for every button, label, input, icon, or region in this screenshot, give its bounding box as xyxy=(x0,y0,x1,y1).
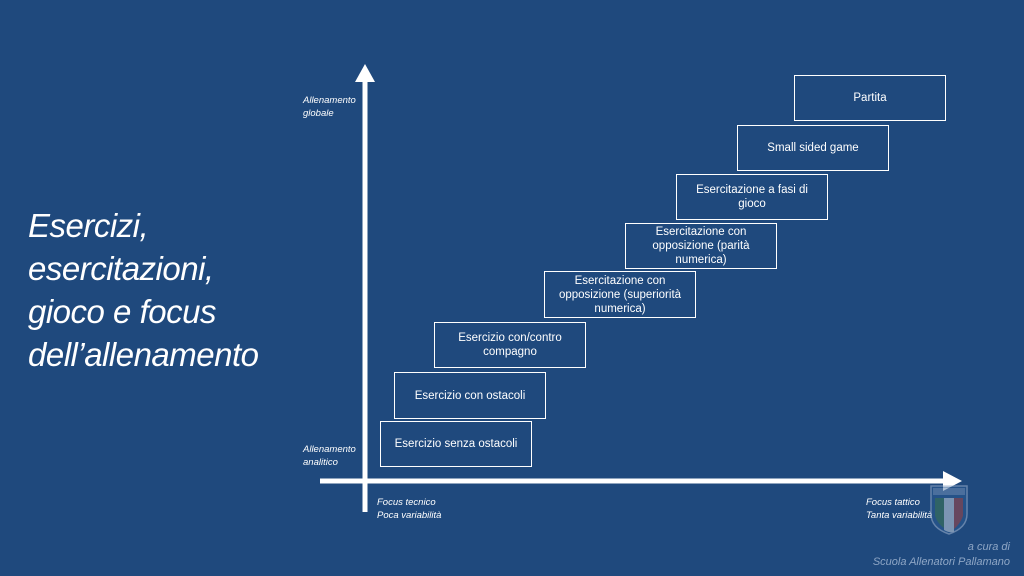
y-axis-bottom-label: Allenamento analitico xyxy=(303,444,356,468)
federation-shield-logo xyxy=(930,485,968,535)
step-box: Small sided game xyxy=(737,125,889,171)
credit-line: Scuola Allenatori Pallamano xyxy=(872,556,1010,568)
step-box: Esercitazione con opposizione (superiori… xyxy=(544,271,696,318)
x-axis-left-label: Focus tecnico Poca variabilità xyxy=(377,497,442,521)
step-box: Esercitazione con opposizione (parità nu… xyxy=(625,223,777,269)
y-axis-arrowhead xyxy=(355,64,375,82)
title-line: esercitazioni, xyxy=(28,250,214,287)
step-box: Esercitazione a fasi di gioco xyxy=(676,174,828,220)
y-axis-top-label: Allenamento globale xyxy=(303,95,356,119)
step-box: Partita xyxy=(794,75,946,121)
credit: a cura di Scuola Allenatori Pallamano xyxy=(873,540,1010,570)
title-line: Esercizi, xyxy=(28,207,149,244)
step-box: Esercizio con/contro compagno xyxy=(434,322,586,368)
step-box: Esercizio senza ostacoli xyxy=(380,421,532,467)
x-axis-right-label: Focus tattico Tanta variabilità xyxy=(866,497,933,521)
credit-line: a cura di xyxy=(967,541,1010,553)
slide-title: Esercizi, esercitazioni, gioco e focus d… xyxy=(28,204,298,376)
step-box: Esercizio con ostacoli xyxy=(394,372,546,419)
title-line: dell’allenamento xyxy=(28,336,259,373)
title-line: gioco e focus xyxy=(28,293,216,330)
